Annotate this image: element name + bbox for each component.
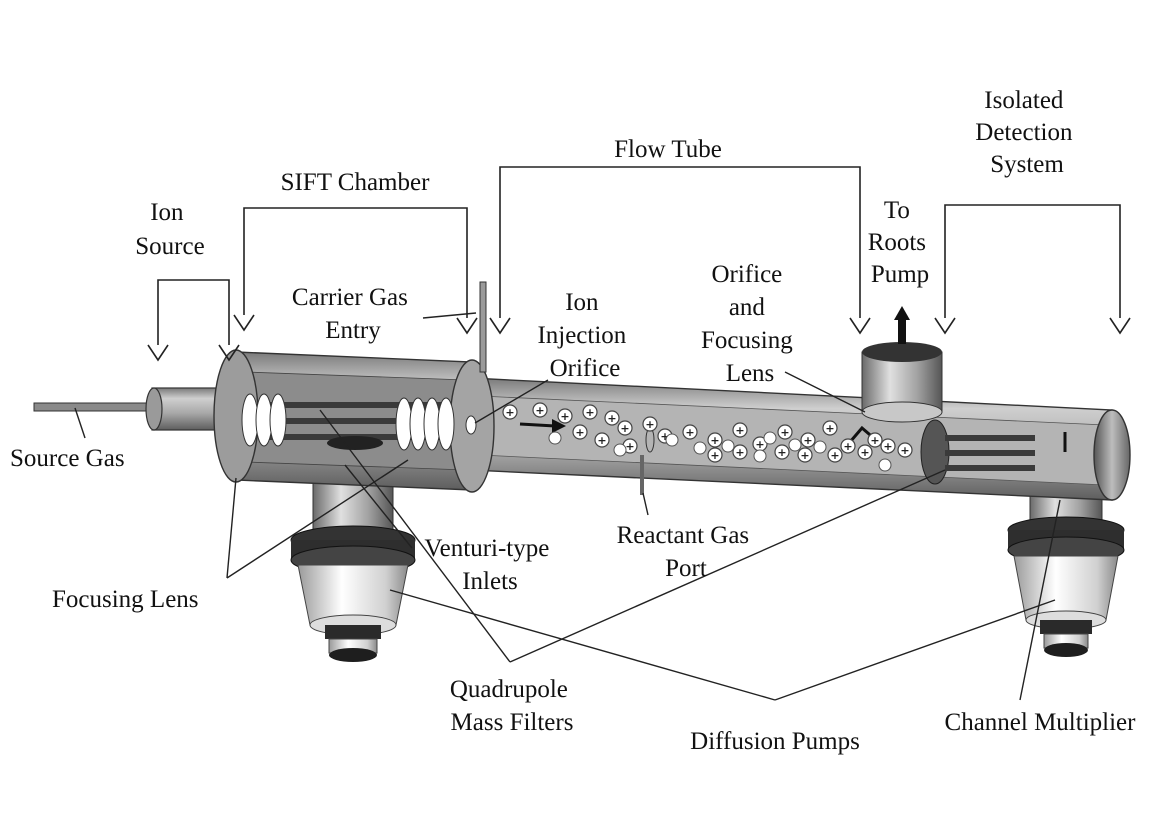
neutral-molecule: [548, 431, 562, 445]
ion-charge-symbol: +: [645, 418, 654, 431]
ion-charge-symbol: +: [870, 434, 879, 447]
ion-charge-symbol: +: [585, 406, 594, 419]
ion-charge-symbol: +: [607, 412, 616, 425]
ion-particle: [604, 410, 620, 426]
ion-particle: [682, 424, 698, 440]
ion-particle: [880, 438, 896, 454]
ion-charge-symbol: +: [620, 422, 629, 435]
neutral-molecule: [753, 449, 767, 463]
neutral-molecule: [665, 433, 679, 447]
ion-charge-symbol: +: [735, 446, 744, 459]
ion-particle: [774, 444, 790, 460]
diffusion-pump-left: [290, 479, 416, 662]
ion-charge-symbol: +: [883, 440, 892, 453]
ion-charge-symbol: +: [735, 424, 744, 437]
label-diffusion-pumps: Diffusion Pumps: [690, 728, 860, 755]
ion-charge-symbol: +: [710, 434, 719, 447]
ion-particle: [557, 408, 573, 424]
label-isolated-detection-system: Isolated Detection System: [975, 87, 1078, 178]
ion-charge-symbol: +: [535, 404, 544, 417]
label-ion-source: Ion Source: [135, 199, 204, 260]
ion-charge-symbol: +: [843, 440, 852, 453]
neutral-molecule: [763, 431, 777, 445]
ion-particle: [867, 432, 883, 448]
ion-swarm: ++++++++++++++++++++++++++++: [502, 402, 913, 472]
ion-charge-symbol: +: [660, 430, 669, 443]
label-sift-chamber: SIFT Chamber: [281, 169, 431, 196]
ion-particle: [822, 420, 838, 436]
bracket-ion-source: [147, 279, 240, 362]
ion-particle: [642, 416, 658, 432]
ion-charge-symbol: +: [860, 446, 869, 459]
ion-charge-symbol: +: [597, 434, 606, 447]
ion-flow-arrow: [519, 419, 566, 433]
label-focusing-lens: Focusing Lens: [52, 586, 199, 613]
leader-lines: [74, 312, 1061, 701]
ion-particle: [707, 447, 723, 463]
label-venturi-type-inlets: Venturi-type Inlets: [424, 535, 555, 595]
ion-charge-symbol: +: [575, 426, 584, 439]
neutral-molecule: [613, 443, 627, 457]
ion-charge-symbol: +: [710, 449, 719, 462]
neutral-molecule: [721, 439, 735, 453]
detection-system: [848, 419, 1067, 485]
ion-particle: [502, 404, 518, 420]
ion-particle: [732, 422, 748, 438]
label-channel-multiplier: Channel Multiplier: [945, 709, 1137, 736]
ion-particle: [532, 402, 548, 418]
ion-particle: [582, 404, 598, 420]
ion-particle: [732, 444, 748, 460]
bracket-flow-tube: [489, 166, 871, 335]
ion-particle: [777, 424, 793, 440]
ion-particle: [897, 442, 913, 458]
neutral-molecule: [693, 441, 707, 455]
ion-particle: [572, 424, 588, 440]
ion-charge-symbol: +: [777, 446, 786, 459]
label-source-gas: Source Gas: [10, 445, 125, 472]
ion-particle: [827, 447, 843, 463]
bracket-sift-chamber: [233, 207, 478, 335]
roots-pump-port: [861, 306, 943, 423]
label-flow-tube: Flow Tube: [614, 136, 722, 163]
ion-charge-symbol: +: [625, 440, 634, 453]
label-carrier-gas-entry: Carrier Gas Entry: [292, 284, 414, 344]
ion-particle: [797, 447, 813, 463]
source-gas-inlet: [33, 387, 223, 431]
ion-charge-symbol: +: [800, 449, 809, 462]
ion-charge-symbol: +: [685, 426, 694, 439]
ion-charge-symbol: +: [803, 434, 812, 447]
label-to-roots-pump: To Roots Pump: [868, 197, 933, 288]
ion-charge-symbol: +: [505, 406, 514, 419]
label-ion-injection-orifice: Ion Injection Orifice: [537, 289, 632, 382]
ion-particle: [707, 432, 723, 448]
ion-particle: [617, 420, 633, 436]
label-reactant-gas-port: Reactant Gas Port: [617, 522, 756, 582]
ion-particle: [857, 444, 873, 460]
label-quadrupole-mass-filters: Quadrupole Mass Filters: [450, 676, 574, 736]
neutral-molecule: [813, 440, 827, 454]
ion-charge-symbol: +: [900, 444, 909, 457]
ion-charge-symbol: +: [780, 426, 789, 439]
sift-chamber: [213, 281, 495, 493]
ion-particle: [800, 432, 816, 448]
ion-particle: [840, 438, 856, 454]
ion-charge-symbol: +: [830, 449, 839, 462]
ion-charge-symbol: +: [560, 410, 569, 423]
neutral-molecule: [878, 458, 892, 472]
label-orifice-focusing-lens: Orifice and Focusing Lens: [701, 261, 799, 387]
ion-charge-symbol: +: [755, 438, 764, 451]
ion-particle: [594, 432, 610, 448]
ion-charge-symbol: +: [825, 422, 834, 435]
neutral-molecule: [788, 438, 802, 452]
bracket-detection-system: [934, 204, 1131, 335]
